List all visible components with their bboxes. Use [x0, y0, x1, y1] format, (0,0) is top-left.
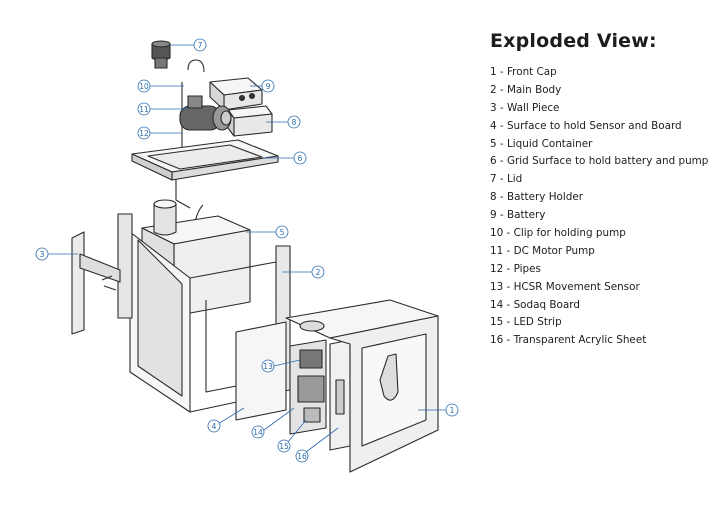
- sensor-board-surface-part: [235, 321, 287, 421]
- legend-item: 14 - Sodaq Board: [490, 298, 580, 311]
- callout-12: 12: [139, 129, 149, 138]
- legend-item: 2 - Main Body: [490, 83, 562, 96]
- front-cap-part: [285, 299, 439, 473]
- callout-6: 6: [298, 154, 303, 163]
- legend-item: 11 - DC Motor Pump: [490, 244, 595, 257]
- legend-item: 15 - LED Strip: [490, 316, 562, 329]
- legend-title: Exploded View:: [490, 30, 657, 52]
- callout-3: 3: [40, 250, 45, 259]
- electronics-part: [289, 339, 327, 435]
- legend-item: 8 - Battery Holder: [490, 191, 584, 204]
- callout-4: 4: [212, 422, 217, 431]
- callout-9: 9: [266, 82, 271, 91]
- legend-item: 5 - Liquid Container: [490, 137, 593, 150]
- callout-14: 14: [253, 428, 263, 437]
- exploded-view-drawing: 7 9 10 11 12 8 6 5 2 3 4 14 13 15 16 1: [35, 38, 459, 473]
- legend-item: 4 - Surface to hold Sensor and Board: [490, 119, 682, 132]
- legend-list: 1 - Front Cap 2 - Main Body 3 - Wall Pie…: [490, 64, 715, 350]
- acrylic-sheet-part: [329, 339, 351, 451]
- legend-item: 1 - Front Cap: [490, 66, 557, 78]
- legend-item: 12 - Pipes: [490, 262, 541, 275]
- legend-item: 3 - Wall Piece: [490, 101, 560, 114]
- callout-11: 11: [139, 105, 149, 114]
- callout-13: 13: [263, 362, 273, 371]
- legend-item: 7 - Lid: [490, 173, 523, 186]
- callout-16: 16: [297, 452, 307, 461]
- battery-holder-part: [227, 105, 273, 137]
- legend-item: 13 - HCSR Movement Sensor: [490, 280, 640, 293]
- legend-item: 6 - Grid Surface to hold battery and pum…: [490, 155, 709, 168]
- lid-part: [151, 40, 171, 69]
- callout-8: 8: [292, 118, 297, 127]
- callout-2: 2: [316, 268, 321, 277]
- callout-1: 1: [450, 406, 455, 415]
- pipes-part: [175, 59, 205, 223]
- legend-item: 9 - Battery: [490, 209, 546, 222]
- battery-part: [209, 77, 263, 111]
- callout-5: 5: [280, 228, 285, 237]
- wall-piece-part: [71, 231, 121, 335]
- callout-7: 7: [198, 41, 203, 50]
- grid-surface-part: [131, 139, 279, 181]
- legend-item: 16 - Transparent Acrylic Sheet: [490, 334, 647, 347]
- dc-motor-pump-part: [179, 95, 232, 131]
- legend-item: 10 - Clip for holding pump: [490, 227, 626, 240]
- callout-10: 10: [139, 82, 149, 91]
- parts-legend: Exploded View: 1 - Front Cap 2 - Main Bo…: [490, 30, 715, 350]
- callout-15: 15: [279, 442, 289, 451]
